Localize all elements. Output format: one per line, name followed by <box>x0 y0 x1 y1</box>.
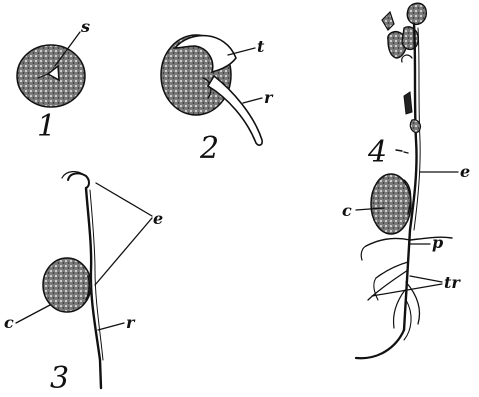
figure-number-2: 2 <box>199 131 219 166</box>
label-e: e <box>153 209 163 228</box>
label-s: s <box>80 17 90 36</box>
pointer-line-e-lower <box>95 218 152 285</box>
figure-1: s 1 <box>17 17 90 144</box>
figure-number-4: 4 <box>367 135 387 170</box>
cotyledon-4 <box>371 174 411 234</box>
cotyledon-3 <box>43 258 91 312</box>
label-c: c <box>342 201 352 220</box>
label-r: r <box>264 88 274 107</box>
label-t: t <box>257 37 265 56</box>
label-p: p <box>432 233 443 252</box>
seed-1 <box>17 45 85 107</box>
label-c: c <box>4 313 14 332</box>
leaf-cluster-4 <box>382 3 426 62</box>
figure-number-3: 3 <box>50 361 69 396</box>
label-e: e <box>460 162 470 181</box>
pointer-line-r2 <box>243 98 262 103</box>
label-r: r <box>126 313 136 332</box>
seed-2 <box>161 35 236 115</box>
pointer-line-tr-upper <box>410 276 442 282</box>
stem-4 <box>404 24 417 330</box>
pointer-line-e-upper <box>96 183 152 216</box>
pointer-line-r3 <box>98 323 124 330</box>
figure-2: t r 2 <box>161 35 274 166</box>
label-tr: tr <box>444 273 461 292</box>
figure-3: e c r 3 <box>4 172 163 396</box>
figure-number-1: 1 <box>37 109 56 144</box>
pointer-line-c3 <box>16 305 50 323</box>
figure-4: e c p tr 4 <box>342 3 470 358</box>
